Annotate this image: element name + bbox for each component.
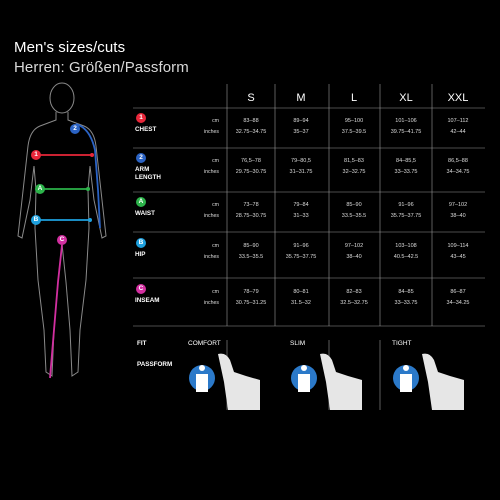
figure-badge-b: B <box>31 215 41 225</box>
size-header-xl: XL <box>399 92 413 104</box>
value-inches: 43–45 <box>450 254 466 260</box>
value-cm: 80–81 <box>293 289 309 295</box>
value-cm: 85–90 <box>346 202 362 208</box>
measurement-name: INSEAM <box>135 297 160 304</box>
value-inches: 38–40 <box>346 254 362 260</box>
value-cm: 97–102 <box>448 202 468 208</box>
fit-tight-label: TIGHT <box>392 340 412 347</box>
value-inches: 32.75–34.75 <box>235 129 267 135</box>
size-header-s: S <box>247 92 255 104</box>
value-inches: 40.5–42.5 <box>393 254 419 260</box>
title-german: Herren: Größen/Passform <box>14 59 189 76</box>
fit-comfort-label: COMFORT <box>188 340 221 347</box>
figure-badge-2: 2 <box>70 124 80 134</box>
value-inches: 35.75–37.75 <box>390 213 422 219</box>
value-inches: 29.75–30.75 <box>235 169 267 175</box>
value-inches: 34–34.75 <box>446 169 470 175</box>
value-cm: 86–87 <box>450 289 466 295</box>
value-inches: 35–37 <box>293 129 309 135</box>
row-badge: 1 <box>136 113 146 123</box>
value-cm: 97–102 <box>344 243 364 249</box>
unit-label-cm: cm <box>212 118 219 124</box>
value-inches: 30.75–31.25 <box>235 300 267 306</box>
value-inches: 31–33 <box>293 213 309 219</box>
value-cm: 95–100 <box>344 118 364 124</box>
unit-label-inches: inches <box>204 129 219 135</box>
size-header-xxl: XXL <box>447 92 469 104</box>
value-inches: 31.5–32 <box>291 300 311 306</box>
value-cm: 79–84 <box>293 202 309 208</box>
unit-label-cm: cm <box>212 243 219 249</box>
value-cm: 89–94 <box>293 118 309 124</box>
value-cm: 81,5–83 <box>344 158 364 164</box>
passform-label: PASSFORM <box>137 361 173 368</box>
fit-label: FIT <box>137 340 147 347</box>
figure-badge-a: A <box>35 184 45 194</box>
value-cm: 82–83 <box>346 289 362 295</box>
measurement-name: HIP <box>135 251 146 258</box>
value-cm: 86,5–88 <box>448 158 468 164</box>
unit-label-inches: inches <box>204 254 219 260</box>
value-inches: 39.75–41.75 <box>390 129 422 135</box>
row-badge: A <box>136 197 146 207</box>
value-inches: 38–40 <box>450 213 466 219</box>
figure-badge-c: C <box>57 235 67 245</box>
value-inches: 37.5–39.5 <box>341 129 367 135</box>
value-inches: 42–44 <box>450 129 466 135</box>
size-header-m: M <box>296 92 306 104</box>
unit-label-inches: inches <box>204 169 219 175</box>
value-inches: 33–33.75 <box>394 169 418 175</box>
value-cm: 101–106 <box>395 118 417 124</box>
row-badge: B <box>136 238 146 248</box>
value-inches: 35.75–37.75 <box>285 254 317 260</box>
value-cm: 78–79 <box>243 289 259 295</box>
value-cm: 109–114 <box>447 243 469 249</box>
measurement-name: CHEST <box>135 126 157 133</box>
value-inches: 33.5–35.5 <box>238 254 264 260</box>
value-inches: 32.5–32.75 <box>340 300 368 306</box>
value-cm: 85–90 <box>243 243 259 249</box>
value-cm: 84–85 <box>398 289 414 295</box>
value-cm: 91–96 <box>293 243 309 249</box>
row-badge: C <box>136 284 146 294</box>
value-cm: 103–108 <box>395 243 417 249</box>
unit-label-cm: cm <box>212 202 219 208</box>
value-cm: 79–80,5 <box>291 158 311 164</box>
value-inches: 28.75–30.75 <box>235 213 267 219</box>
value-inches: 33–33.75 <box>394 300 418 306</box>
value-cm: 83–88 <box>243 118 259 124</box>
value-inches: 32–32.75 <box>342 169 366 175</box>
unit-label-inches: inches <box>204 300 219 306</box>
title-english: Men's sizes/cuts <box>14 39 126 56</box>
value-inches: 34–34.25 <box>446 300 470 306</box>
fit-icon-tight <box>393 353 464 410</box>
value-cm: 76,5–78 <box>241 158 261 164</box>
figure-badge-1: 1 <box>31 150 41 160</box>
fit-icon-slim <box>291 353 362 410</box>
size-header-l: L <box>350 92 358 104</box>
unit-label-cm: cm <box>212 158 219 164</box>
fit-slim-label: SLIM <box>290 340 306 347</box>
fit-icon-comfort <box>189 353 260 410</box>
value-inches: 33.5–35.5 <box>341 213 367 219</box>
value-cm: 107–112 <box>447 118 469 124</box>
measurement-name: WAIST <box>135 210 155 217</box>
value-cm: 91–96 <box>398 202 414 208</box>
row-badge: 2 <box>136 153 146 163</box>
value-cm: 73–78 <box>243 202 259 208</box>
value-cm: 84–85,5 <box>396 158 416 164</box>
unit-label-inches: inches <box>204 213 219 219</box>
unit-label-cm: cm <box>212 289 219 295</box>
value-inches: 31–31.75 <box>289 169 313 175</box>
